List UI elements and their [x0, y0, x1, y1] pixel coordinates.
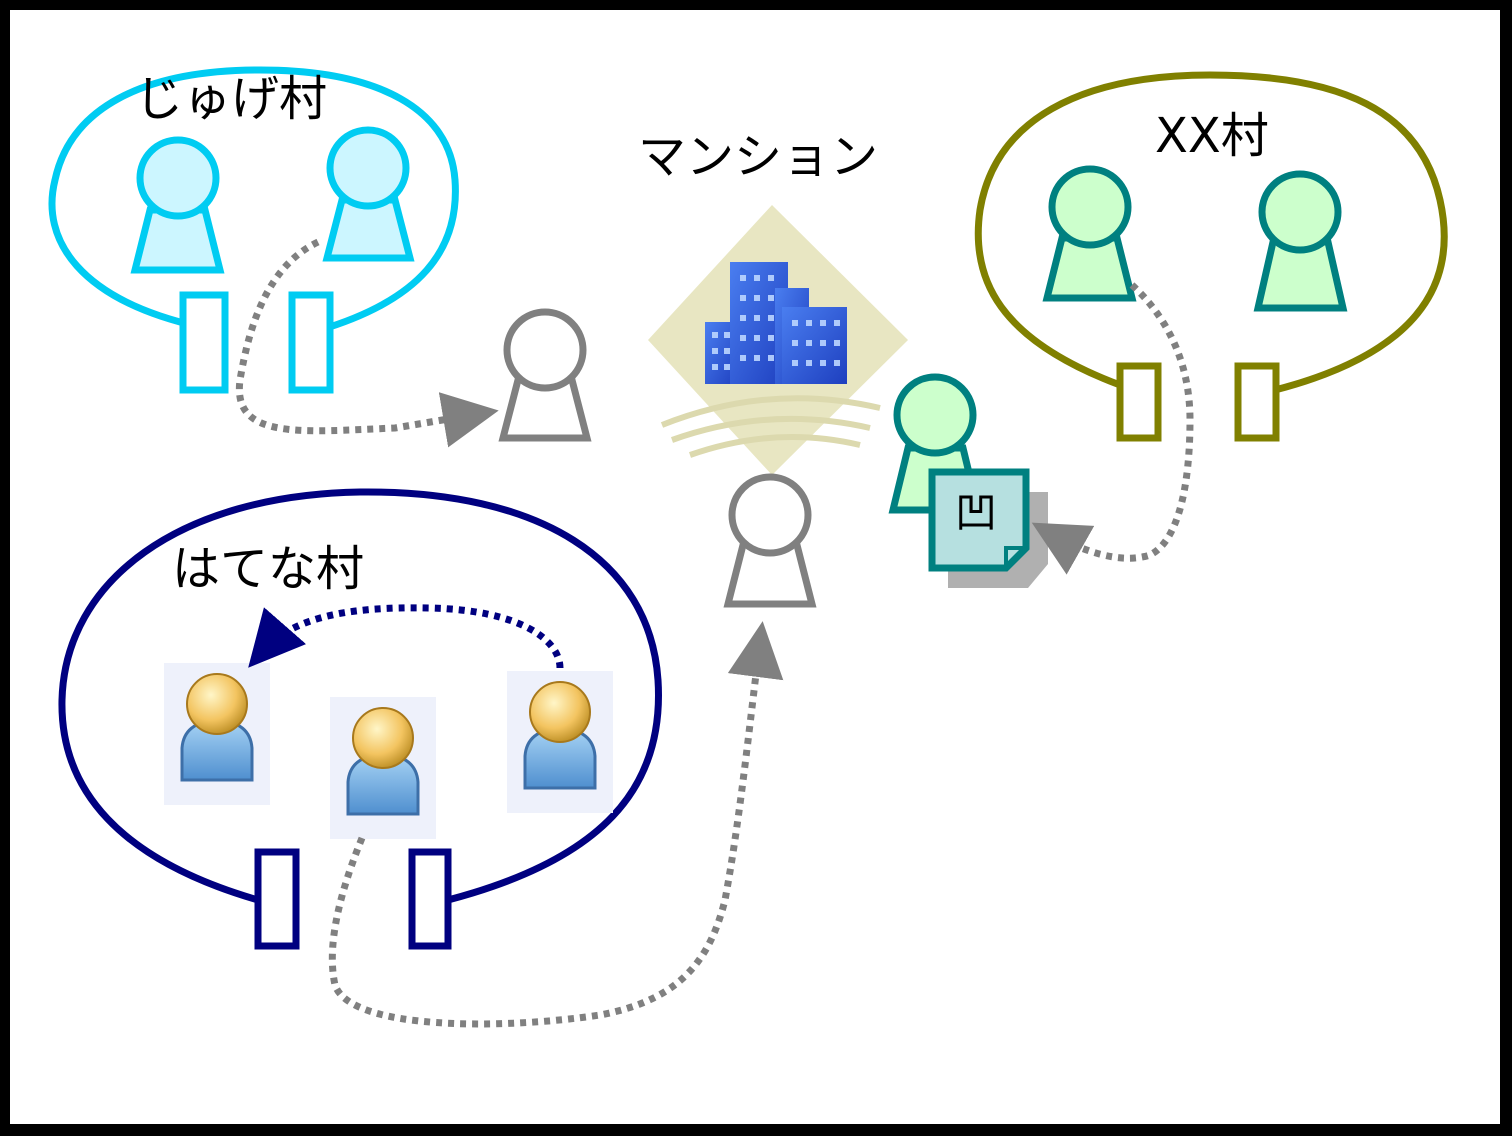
resident-with-document: 凹 — [888, 373, 1048, 588]
document-icon: 凹 — [928, 468, 1048, 588]
user-avatar-icon — [507, 671, 613, 813]
village-hatena-gate-left — [254, 848, 300, 950]
resident-outline-icon — [498, 308, 592, 442]
village-jyuge: じゅげ村 — [48, 66, 459, 394]
village-hatena-boundary — [58, 488, 663, 904]
villager-icon — [130, 136, 225, 274]
village-xx-gate-left — [1116, 362, 1162, 442]
user-avatar-icon — [330, 697, 436, 839]
move-arrow-hatena-to-mansion — [328, 621, 784, 1028]
move-arrow-jyuge-to-mansion — [235, 238, 499, 448]
village-jyuge-boundary — [48, 66, 459, 334]
villager-icon — [1253, 170, 1348, 312]
document-glyph: 凹 — [955, 488, 997, 537]
villager-icon — [1042, 165, 1137, 302]
resident-outline-icon — [723, 473, 817, 608]
village-xx-gate-right — [1234, 362, 1280, 442]
villager-icon — [322, 126, 415, 262]
user-avatar-icon — [164, 663, 270, 805]
village-xx: XX村 — [974, 71, 1448, 442]
village-jyuge-gate-left — [179, 291, 229, 394]
village-hatena-gate-right — [408, 848, 452, 950]
village-xx-boundary — [974, 71, 1448, 394]
village-hatena-label: はてな村 — [172, 541, 364, 597]
building-icon — [648, 205, 908, 475]
village-jyuge-label: じゅげ村 — [135, 71, 327, 127]
mansion: マンション — [638, 129, 908, 475]
move-arrow-xx-to-document — [1031, 282, 1194, 575]
village-hatena: はてな村 — [58, 488, 663, 950]
village-jyuge-gate-right — [288, 291, 334, 394]
village-xx-label: XX村 — [1155, 108, 1269, 164]
mansion-label: マンション — [638, 129, 878, 185]
internal-move-arrow — [248, 604, 564, 669]
